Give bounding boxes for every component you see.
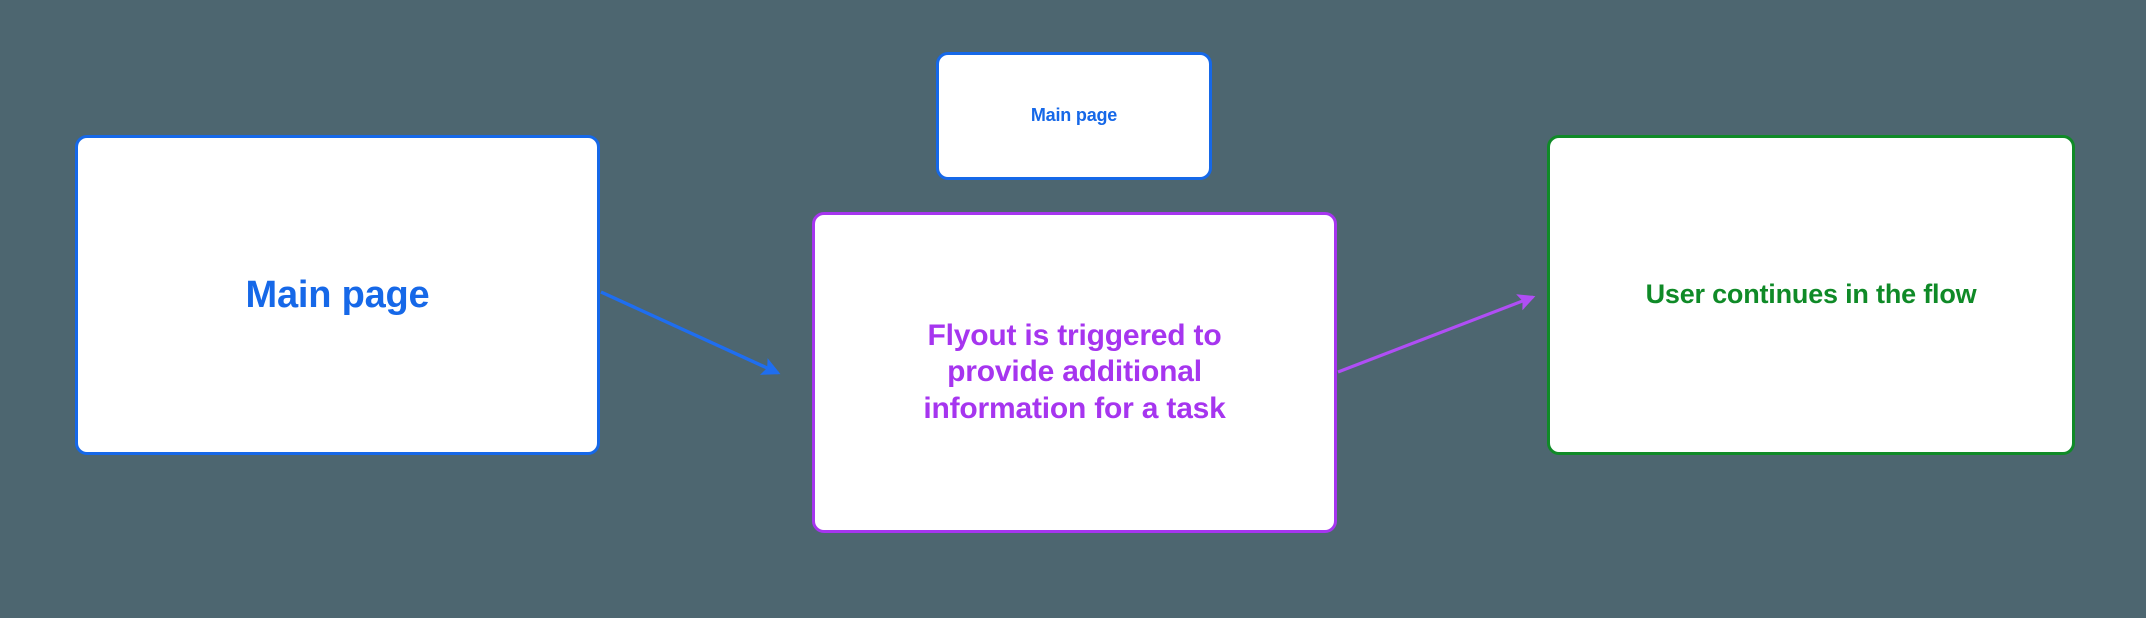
node-flyout-label: Flyout is triggered to provide additiona… <box>923 318 1226 425</box>
connector-main-page-to-flyout <box>600 290 781 375</box>
node-main-page-small[interactable]: Main page <box>936 52 1212 180</box>
node-main-page-small-label: Main page <box>1030 105 1118 126</box>
node-main-page-large-label: Main page <box>245 273 430 316</box>
node-user-continues[interactable]: User continues in the flow <box>1547 135 2075 455</box>
connector-flyout-to-user-continues <box>1337 294 1536 374</box>
node-flyout[interactable]: Flyout is triggered to provide additiona… <box>812 212 1337 533</box>
node-user-continues-label: User continues in the flow <box>1645 279 1977 310</box>
node-main-page-large[interactable]: Main page <box>75 135 600 455</box>
